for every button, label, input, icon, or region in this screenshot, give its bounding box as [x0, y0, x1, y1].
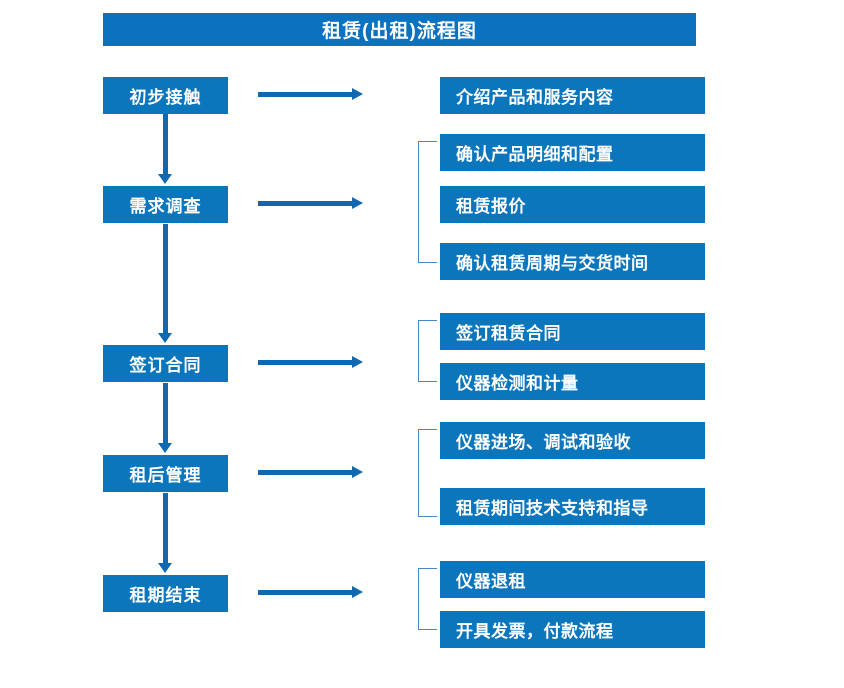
arrow-head: [158, 174, 172, 184]
stage-box[interactable]: 初步接触: [103, 77, 228, 114]
arrow-down-icon: [158, 383, 173, 453]
arrow-head: [158, 443, 172, 453]
detail-box[interactable]: 确认产品明细和配置: [440, 134, 705, 171]
arrow-shaft: [163, 224, 168, 334]
detail-box[interactable]: 租赁报价: [440, 186, 705, 223]
arrow-shaft: [258, 360, 353, 365]
arrow-down-icon: [158, 224, 173, 343]
arrow-shaft: [258, 201, 353, 206]
arrow-head: [158, 333, 172, 343]
arrow-shaft: [163, 114, 168, 175]
stage-box[interactable]: 租后管理: [103, 455, 228, 492]
detail-box[interactable]: 签订租赁合同: [440, 313, 705, 350]
detail-box[interactable]: 确认租赁周期与交货时间: [440, 243, 705, 280]
arrow-shaft: [258, 590, 353, 595]
detail-box[interactable]: 开具发票，付款流程: [440, 611, 705, 648]
arrow-head: [352, 88, 363, 100]
detail-box[interactable]: 仪器进场、调试和验收: [440, 422, 705, 459]
stage-box[interactable]: 租期结束: [103, 575, 228, 612]
detail-box[interactable]: 仪器检测和计量: [440, 363, 705, 400]
stage-box[interactable]: 需求调查: [103, 186, 228, 223]
arrow-shaft: [163, 383, 168, 444]
group-bracket: [418, 568, 437, 630]
detail-box[interactable]: 介绍产品和服务内容: [440, 77, 705, 114]
arrow-right-icon: [258, 356, 363, 369]
arrow-shaft: [258, 92, 353, 97]
arrow-shaft: [163, 493, 168, 564]
group-bracket: [418, 429, 437, 517]
arrow-head: [158, 563, 172, 573]
arrow-right-icon: [258, 586, 363, 599]
arrow-head: [352, 197, 363, 209]
arrow-down-icon: [158, 114, 173, 184]
group-bracket: [418, 320, 437, 382]
detail-box[interactable]: 仪器退租: [440, 561, 705, 598]
arrow-down-icon: [158, 493, 173, 573]
arrow-shaft: [258, 470, 353, 475]
page-title: 租赁(出租)流程图: [103, 13, 696, 46]
arrow-head: [352, 466, 363, 478]
group-bracket: [418, 141, 437, 263]
arrow-right-icon: [258, 466, 363, 479]
arrow-right-icon: [258, 197, 363, 210]
arrow-right-icon: [258, 88, 363, 101]
stage-box[interactable]: 签订合同: [103, 345, 228, 382]
detail-box[interactable]: 租赁期间技术支持和指导: [440, 488, 705, 525]
arrow-head: [352, 586, 363, 598]
arrow-head: [352, 356, 363, 368]
